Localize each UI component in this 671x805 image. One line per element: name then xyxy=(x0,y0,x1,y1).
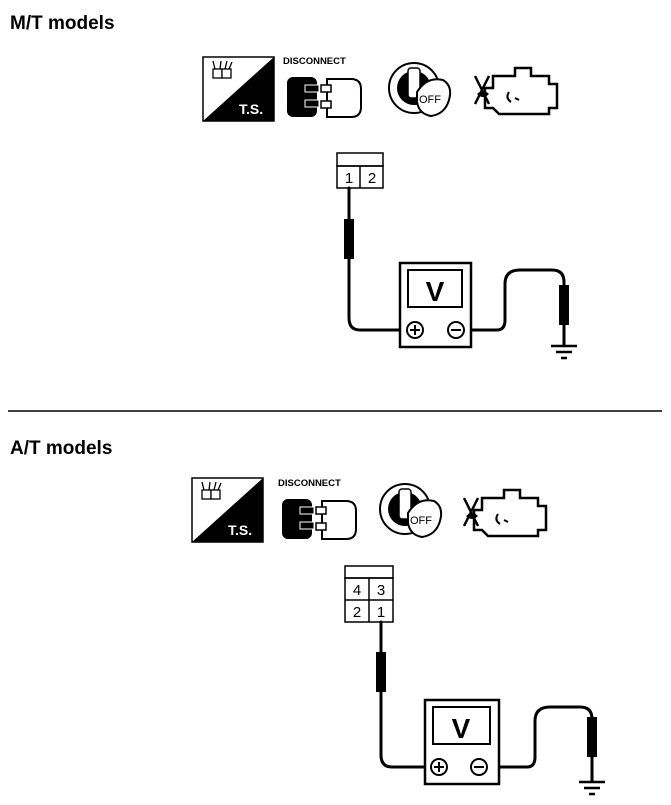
section-title-at: A/T models xyxy=(10,438,112,459)
connector-mt: 1 2 xyxy=(336,152,384,189)
voltmeter-display: V xyxy=(452,713,471,744)
connector-pin-1: 1 xyxy=(377,604,385,621)
negative-terminal xyxy=(470,758,488,776)
connector-pin-2: 2 xyxy=(368,170,376,187)
ts-label: T.S. xyxy=(228,522,252,538)
connector-at: 4 3 2 1 xyxy=(344,565,394,623)
section-title-mt: M/T models xyxy=(10,13,115,34)
positive-terminal xyxy=(406,321,424,339)
ignition-off-label: OFF xyxy=(410,515,432,527)
voltmeter-mt: V xyxy=(398,261,473,349)
disconnect-connector-icon: DISCONNECT xyxy=(278,478,357,540)
ground-symbol-at xyxy=(579,780,605,796)
ignition-key-off-icon: OFF xyxy=(379,483,443,539)
probe-wires-mt xyxy=(344,186,569,346)
ignition-key-off-icon: OFF xyxy=(388,62,452,118)
connector-pin-2: 2 xyxy=(353,604,361,621)
section-mt: M/T models T.S. DISCONNECT xyxy=(10,13,577,360)
engine-stopped-icon xyxy=(462,488,548,538)
connector-pin-4: 4 xyxy=(353,582,361,599)
ts-icon: T.S. xyxy=(202,56,275,122)
disconnect-label: DISCONNECT xyxy=(283,56,346,67)
connector-pin-1: 1 xyxy=(345,170,353,187)
ground-symbol-mt xyxy=(551,344,577,360)
engine-stopped-icon xyxy=(473,66,559,116)
ignition-off-label: OFF xyxy=(419,94,441,106)
voltmeter-at: V xyxy=(423,698,501,786)
positive-terminal xyxy=(430,758,448,776)
ts-icon: T.S. xyxy=(191,477,264,543)
disconnect-connector-icon: DISCONNECT xyxy=(283,56,362,118)
negative-terminal xyxy=(447,321,465,339)
ts-label: T.S. xyxy=(239,101,263,117)
voltmeter-display: V xyxy=(426,276,445,307)
connector-pin-3: 3 xyxy=(377,582,385,599)
section-at: A/T models T.S. DISCONNECT xyxy=(10,438,605,796)
probe-wires-at xyxy=(376,620,597,782)
disconnect-label: DISCONNECT xyxy=(278,478,341,489)
